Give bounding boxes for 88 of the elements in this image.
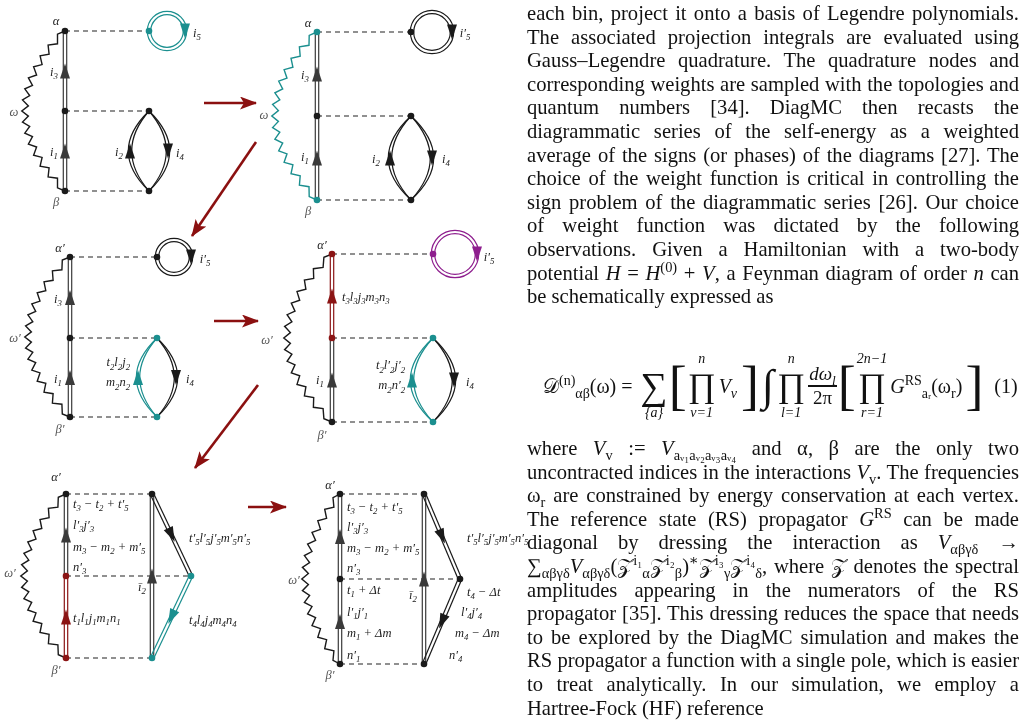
vertex-label: β′ <box>316 427 328 443</box>
equation-number: (1) <box>994 375 1018 397</box>
quantum-number-label: t$_{2}$l′$_{2}$j′$_{2}$ m$_{2}$n′$_{2}$ <box>374 357 406 395</box>
line-label: i$_{1}$ <box>315 372 325 388</box>
quantum-number-label: l′$_{1}$j′$_{1}$ <box>346 604 370 620</box>
quantum-number-label: t$_{4}$l$_{4}$j$_{4}$m$_{4}$n$_{4}$ <box>188 612 238 628</box>
quantum-number-label: m$_{3}$ − m$_{2}$ + m′$_{5}$ <box>72 539 147 555</box>
quantum-number-label: t$_{4}$ − Δt <box>466 584 502 600</box>
upper-limit: n <box>698 352 706 366</box>
line-label: i$_{4}$ <box>441 151 451 167</box>
product-sign: ∏ <box>687 369 716 403</box>
vertex-label: α′ <box>316 237 328 253</box>
frequency-label: ω′ <box>287 572 301 588</box>
arrow <box>248 500 287 514</box>
bracket: ] <box>965 359 984 413</box>
upper-limit: n <box>787 352 795 366</box>
line-label: i′$_{5}$ <box>198 251 212 267</box>
line-label: i$_{2}$ <box>114 144 124 160</box>
quantum-number-label: t$_{1}$ + Δt <box>346 582 382 598</box>
equation-term: G$^{RS}$$_{aᵣ}$(ω$_{r}$) <box>889 372 964 401</box>
equation-term: V$_{v}$ <box>717 374 739 400</box>
arrow <box>204 96 257 110</box>
paragraph: each bin, project it onto a basis of Legendre polynomials. The associated projection integrals are evaluated using Gauss–Legendre quadrature. The quadrature nodes and corresponding weights are sampled with the topologies and quantum numbers [34]. DiagMC then recasts the diagrammatic series of the self-energy as a weighted average of the signs (or phases) of the diagrams [27]. The choice of the weight function is critical in controlling the sign problem of the diagrammatic series [26]. Our choice of weight function was dictated by the following observations. Given a Hamiltonian with a two-body potential H = H$^{(0)}$ + V, a Feynman diagram of order n can be schematically expressed as <box>527 2 1019 309</box>
vertex-label: β′ <box>54 421 66 437</box>
vertex-label: α <box>303 15 313 31</box>
quantum-number-label: m$_{3}$ − m$_{2}$ + m′$_{5}$ <box>346 540 421 556</box>
arrow <box>190 141 258 237</box>
lower-limit: {a} <box>645 406 664 420</box>
fraction-numerator: dω$_{l}$ <box>808 364 837 385</box>
vertex-label: α′ <box>54 240 66 256</box>
quantum-number-label: l′$_{3}$j′$_{3}$ <box>346 519 370 535</box>
bracket: [ <box>668 359 687 413</box>
line-label: i′$_{5}$ <box>482 249 496 265</box>
line-label: i$_{3}$ <box>300 67 310 83</box>
paragraph: where V$_{v}$ := V$_{aᵥ₁aᵥ₂aᵥ₃aᵥ₄}$ and α, β are the only two uncontracted indices in the interactions V$_{v}$. The frequencies ω$_{r}$ are constrained by energy conservation at each vertex. The reference state (RS) propagator G$^{RS}$ can be made diagonal by dressing the interaction as V$_{αβγδ}$ → ∑$_{αβγδ}$V$_{αβγδ}$(𝒵$^{i₁}$$_{α}$𝒵$^{i₂}$$_{β}$)$^{∗}$𝒵$^{i₃}$$_{γ}$𝒵$^{i₄}$$_{δ}$, where 𝒵 denotes the spectral amplitudes appearing in the numerators of the RS propagator [35]. This dressing reduces the space that needs to be explored by the DiagMC simulation and makes the RS propagator a function with a single pole, which is easier to treat analytically. In our simulation, we employ a Hartree-Fock (HF) reference <box>527 437 1019 721</box>
vertex-label: α <box>51 13 61 29</box>
lower-limit: l=1 <box>780 406 802 420</box>
frequency-label: ω′ <box>260 332 274 348</box>
quantum-number-label: n′$_{1}$ <box>346 647 362 663</box>
fraction-denominator: 2π <box>811 387 833 408</box>
quantum-number-label: t$_{3}$ − t$_{2}$ + t′$_{5}$ <box>72 496 130 512</box>
line-label: i$_{3}$ <box>49 64 59 80</box>
product-sign: ∏ <box>777 369 806 403</box>
line-label: i$_{5}$ <box>192 25 202 41</box>
upper-limit: 2n−1 <box>856 352 888 366</box>
line-label: i$_{4}$ <box>465 374 475 390</box>
quantum-number-label: t$_{3}$ − t$_{2}$ + t′$_{5}$ <box>346 499 404 515</box>
line-label: i$_{1}$ <box>49 144 59 160</box>
quantum-number-label: l′$_{3}$j′$_{3}$ <box>72 517 96 533</box>
vertex-label: β′ <box>50 662 62 678</box>
quantum-number-label: t$_{1}$l$_{1}$j$_{1}$m$_{1}$n$_{1}$ <box>72 610 122 626</box>
quantum-number-label: t′$_{5}$l′$_{5}$j′$_{5}$m′$_{5}$n′$_{5}$ <box>188 530 252 546</box>
arrow <box>214 314 259 328</box>
line-label: i$_{3}$ <box>53 291 63 307</box>
arrow <box>193 384 260 469</box>
line-label: i$_{1}$ <box>53 371 63 387</box>
line-label: i$_{4}$ <box>185 371 195 387</box>
line-label: i$_{1}$ <box>300 149 310 165</box>
equation-term: 𝒟$^{(n)}$$_{αβ}$(ω) = <box>542 372 634 402</box>
quantum-number-label: t$_{3}$l$_{3}$j$_{3}$m$_{3}$n$_{3}$ <box>341 289 391 305</box>
line-label: ī$_{2}$ <box>137 579 147 595</box>
frequency-label: ω <box>8 104 20 120</box>
frequency-label: ω <box>258 107 270 123</box>
frequency-label: ω′ <box>8 330 22 346</box>
line-label: i$_{2}$ <box>371 151 381 167</box>
line-label: i′$_{5}$ <box>458 25 472 41</box>
quantum-number-label: l′$_{4}$j′$_{4}$ <box>460 604 484 620</box>
quantum-number-label: t′$_{5}$l′$_{5}$j′$_{5}$m′$_{5}$n′$_{5}$ <box>466 530 529 546</box>
product-sign: ∏ <box>857 369 886 403</box>
quantum-number-label: t$_{2}$l$_{2}$j$_{2}$ m$_{2}$n$_{2}$ <box>104 354 131 392</box>
vertex-label: β′ <box>324 667 336 683</box>
vertex-label: α′ <box>50 469 62 485</box>
line-label: i$_{4}$ <box>175 145 185 161</box>
lower-limit: v=1 <box>690 406 713 420</box>
vertex-label: α′ <box>324 477 336 493</box>
bracket: [ <box>837 359 856 413</box>
line-label: ī$_{2}$ <box>408 587 418 603</box>
summation-sign: ∑ <box>640 367 668 405</box>
quantum-number-label: n′$_{3}$ <box>72 559 88 575</box>
frequency-label: ω′ <box>3 565 17 581</box>
vertex-label: β <box>303 203 313 219</box>
quantum-number-label: n′$_{4}$ <box>448 647 464 663</box>
quantum-number-label: m$_{4}$ − Δm <box>454 625 501 641</box>
quantum-number-label: m$_{1}$ + Δm <box>346 625 393 641</box>
vertex-label: β <box>51 194 61 210</box>
lower-limit: r=1 <box>861 406 883 420</box>
quantum-number-label: n′$_{3}$ <box>346 560 362 576</box>
bracket: ] <box>741 359 760 413</box>
